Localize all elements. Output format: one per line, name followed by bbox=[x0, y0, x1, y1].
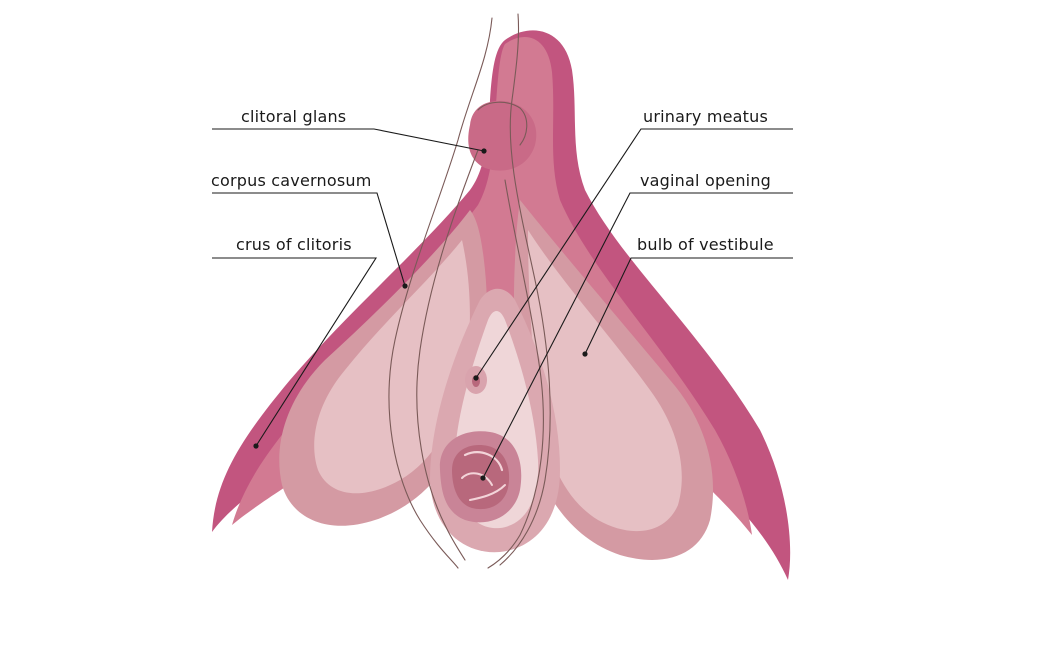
label-corpus-cavernosum: corpus cavernosum bbox=[211, 171, 372, 190]
leader-corpus-cavernosum bbox=[212, 192, 406, 287]
label-vaginal-opening: vaginal opening bbox=[640, 171, 771, 190]
pointer-dot-vaginal-opening bbox=[480, 475, 486, 481]
vaginal-fold-3 bbox=[469, 484, 506, 501]
labia-outline-right-2 bbox=[487, 179, 544, 569]
clitoral-glans-shape bbox=[468, 100, 537, 171]
label-crus-of-clitoris: crus of clitoris bbox=[236, 235, 352, 254]
label-urinary-meatus: urinary meatus bbox=[643, 107, 768, 126]
hood-outline bbox=[477, 101, 528, 146]
label-clitoral-glans: clitoral glans bbox=[241, 107, 346, 126]
label-group-vaginal-opening: vaginal opening bbox=[480, 171, 793, 481]
labia-outline-left-2 bbox=[416, 149, 479, 561]
leader-crus-of-clitoris bbox=[212, 257, 378, 447]
vaginal-fold-2 bbox=[461, 472, 493, 486]
leader-bulb-of-vestibule bbox=[584, 257, 793, 355]
labels: clitoral glans corpus cavernosum crus of… bbox=[211, 107, 793, 481]
label-group-corpus-cavernosum: corpus cavernosum bbox=[211, 171, 408, 289]
label-group-crus-of-clitoris: crus of clitoris bbox=[212, 235, 378, 449]
pointer-dot-bulb-of-vestibule bbox=[582, 351, 588, 357]
leader-vaginal-opening bbox=[482, 192, 793, 479]
label-group-clitoral-glans: clitoral glans bbox=[212, 107, 487, 154]
labia-outline-left bbox=[388, 17, 493, 569]
label-group-bulb-of-vestibule: bulb of vestibule bbox=[582, 235, 793, 357]
vaginal-fold-1 bbox=[463, 451, 504, 472]
pointer-dot-clitoral-glans bbox=[481, 148, 487, 154]
label-group-urinary-meatus: urinary meatus bbox=[473, 107, 793, 381]
pointer-dot-urinary-meatus bbox=[473, 375, 479, 381]
pointer-dot-corpus-cavernosum bbox=[402, 283, 408, 289]
labia-outline-right bbox=[499, 13, 551, 566]
vaginal-opening-inner bbox=[452, 445, 510, 510]
label-bulb-of-vestibule: bulb of vestibule bbox=[637, 235, 774, 254]
leader-clitoral-glans bbox=[212, 128, 485, 152]
left-bulb-inner bbox=[314, 240, 470, 494]
illustration bbox=[212, 13, 791, 581]
leader-urinary-meatus bbox=[475, 128, 793, 379]
pointer-dot-crus-of-clitoris bbox=[253, 443, 259, 449]
right-bulb-inner bbox=[528, 230, 682, 532]
